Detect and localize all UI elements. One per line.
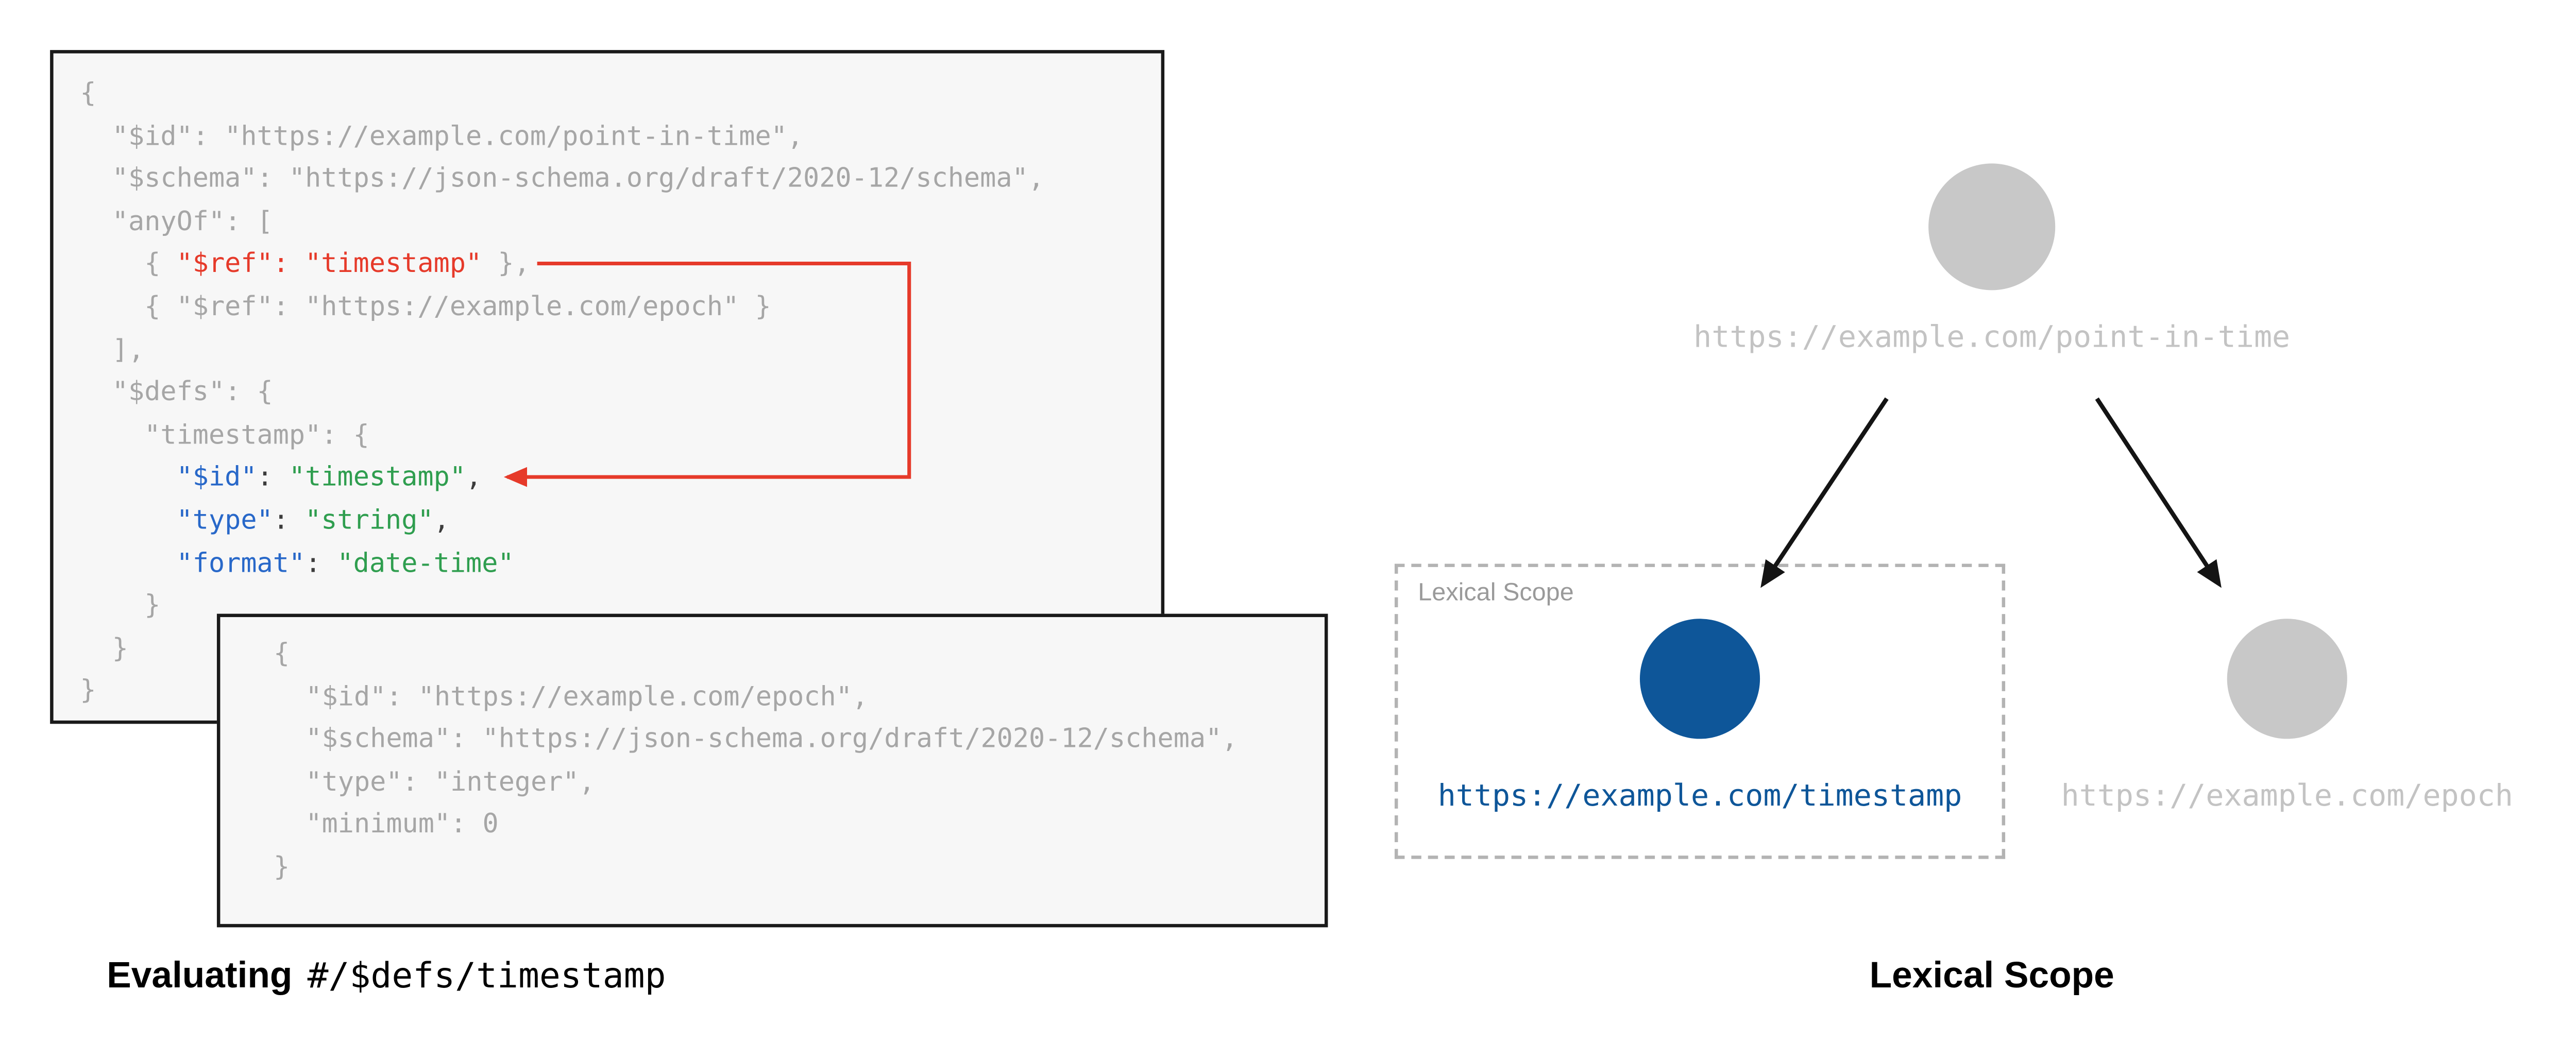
code-block-point-in-time: { "$id": "https://example.com/point-in-t…: [54, 54, 1161, 712]
code-token-gray: {: [80, 76, 96, 109]
timestamp-node-label: https://example.com/timestamp: [1437, 779, 1962, 814]
code-token-blue: "type": [176, 503, 273, 536]
code-line: "$schema": "https://json-schema.org/draf…: [274, 718, 1325, 760]
code-token-gray: }: [80, 674, 96, 706]
code-token-gray: [80, 546, 176, 578]
edge-root-to-epoch: [2095, 397, 2222, 588]
code-line: "anyOf": [: [80, 200, 1161, 243]
code-line: }: [80, 669, 1161, 712]
code-token-green: "string": [305, 503, 434, 536]
timestamp-node-circle: [1639, 619, 1760, 739]
code-token-gray: "$id": "https://example.com/point-in-tim…: [80, 119, 804, 151]
code-token-gray: {: [274, 637, 290, 669]
code-token-dark: :: [257, 460, 289, 493]
code-token-gray: }: [80, 589, 161, 621]
code-token-gray: {: [80, 247, 177, 279]
code-token-gray: "minimum": 0: [274, 808, 499, 840]
code-token-gray: "$defs": {: [80, 375, 273, 407]
left-caption-pointer: #/$defs/timestamp: [307, 955, 666, 996]
edge-root-to-timestamp: [1760, 397, 1889, 588]
code-line: {: [274, 632, 1325, 675]
code-token-gray: "type": "integer",: [274, 765, 595, 797]
code-token-blue: "format": [176, 546, 306, 578]
code-line: ],: [80, 328, 1161, 370]
code-token-green: "timestamp": [289, 460, 466, 493]
code-line: "timestamp": {: [80, 413, 1161, 456]
epoch-node-label: https://example.com/epoch: [2061, 779, 2513, 814]
code-token-gray: { "$ref": "https://example.com/epoch" }: [80, 290, 771, 322]
code-line: { "$ref": "https://example.com/epoch" }: [80, 285, 1161, 328]
code-token-dark: :: [305, 546, 337, 578]
code-token-gray: "$schema": "https://json-schema.org/draf…: [274, 722, 1238, 755]
lexical-scope-box-title: Lexical Scope: [1418, 578, 1574, 607]
code-token-gray: [80, 504, 176, 536]
code-line: "$id": "https://example.com/epoch",: [274, 675, 1325, 718]
right-caption: Lexical Scope: [1869, 954, 2114, 996]
code-token-dark: ,: [466, 460, 482, 493]
code-token-dark: :: [273, 503, 306, 536]
schema-panel-epoch: { "$id": "https://example.com/epoch", "$…: [216, 613, 1328, 928]
code-token-dark: ,: [433, 503, 450, 536]
code-line: { "$ref": "timestamp" },: [80, 243, 1161, 285]
code-token-gray: "$id": "https://example.com/epoch",: [274, 679, 869, 712]
code-token-gray: },: [482, 247, 530, 279]
code-token-green: "date-time": [337, 546, 514, 578]
code-line: "type": "string",: [80, 499, 1161, 541]
code-token-blue: "$id": [176, 460, 257, 493]
code-token-gray: [80, 461, 176, 493]
code-line: "$schema": "https://json-schema.org/draf…: [80, 157, 1161, 200]
code-line: }: [80, 584, 1161, 627]
code-line: "format": "date-time": [80, 541, 1161, 584]
code-line: "type": "integer",: [274, 760, 1325, 803]
code-token-red: "$ref": "timestamp": [176, 247, 482, 279]
code-token-gray: "timestamp": {: [80, 418, 369, 450]
root-node-circle: [1928, 163, 2056, 291]
code-line: }: [274, 846, 1325, 889]
code-line: "$defs": {: [80, 370, 1161, 413]
lexical-scope-box: Lexical Scope: [1394, 563, 2006, 859]
code-token-gray: }: [80, 631, 129, 663]
code-line: "minimum": 0: [274, 803, 1325, 846]
code-token-gray: ],: [80, 333, 145, 365]
code-token-gray: "$schema": "https://json-schema.org/draf…: [80, 162, 1044, 194]
left-caption: Evaluating #/$defs/timestamp: [107, 954, 666, 997]
code-line: }: [80, 627, 1161, 670]
left-caption-prefix: Evaluating: [107, 954, 293, 996]
root-node-label: https://example.com/point-in-time: [1693, 320, 2291, 355]
code-line: {: [80, 72, 1161, 114]
code-token-gray: "anyOf": [: [80, 204, 273, 237]
epoch-node-circle: [2227, 619, 2347, 739]
code-line: "$id": "timestamp",: [80, 456, 1161, 499]
code-block-epoch: { "$id": "https://example.com/epoch", "$…: [220, 617, 1325, 888]
code-line: "$id": "https://example.com/point-in-tim…: [80, 114, 1161, 157]
schema-panel-point-in-time: { "$id": "https://example.com/point-in-t…: [50, 50, 1165, 724]
code-token-gray: }: [274, 850, 290, 882]
